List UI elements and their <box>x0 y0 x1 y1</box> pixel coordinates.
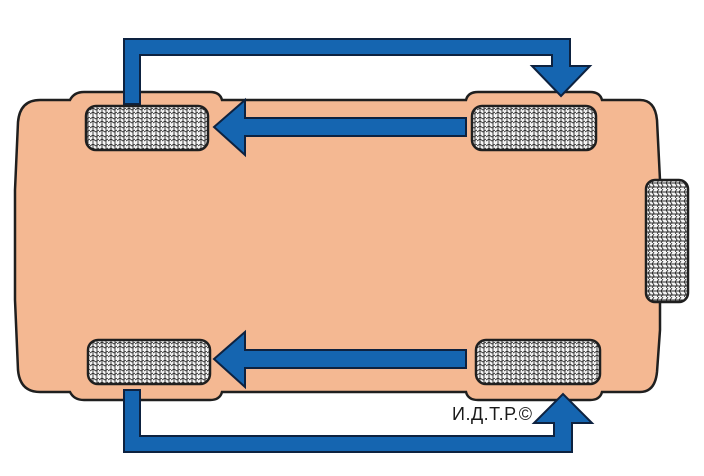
rotation-arrow-top-loop <box>123 38 593 105</box>
rotation-arrow-top-inner <box>212 97 467 158</box>
copyright-credit: И.Д.Т.Р.© <box>452 404 533 424</box>
tire-front-left <box>84 104 210 152</box>
tire-rear-left <box>470 104 598 152</box>
car-body <box>13 90 662 402</box>
spare-tire-icon <box>644 178 690 304</box>
tire-rear-right <box>474 338 602 386</box>
rotation-arrow-bottom-inner <box>212 329 467 390</box>
rotation-arrow-bottom-loop <box>123 389 595 453</box>
tire-front-right <box>86 338 212 386</box>
